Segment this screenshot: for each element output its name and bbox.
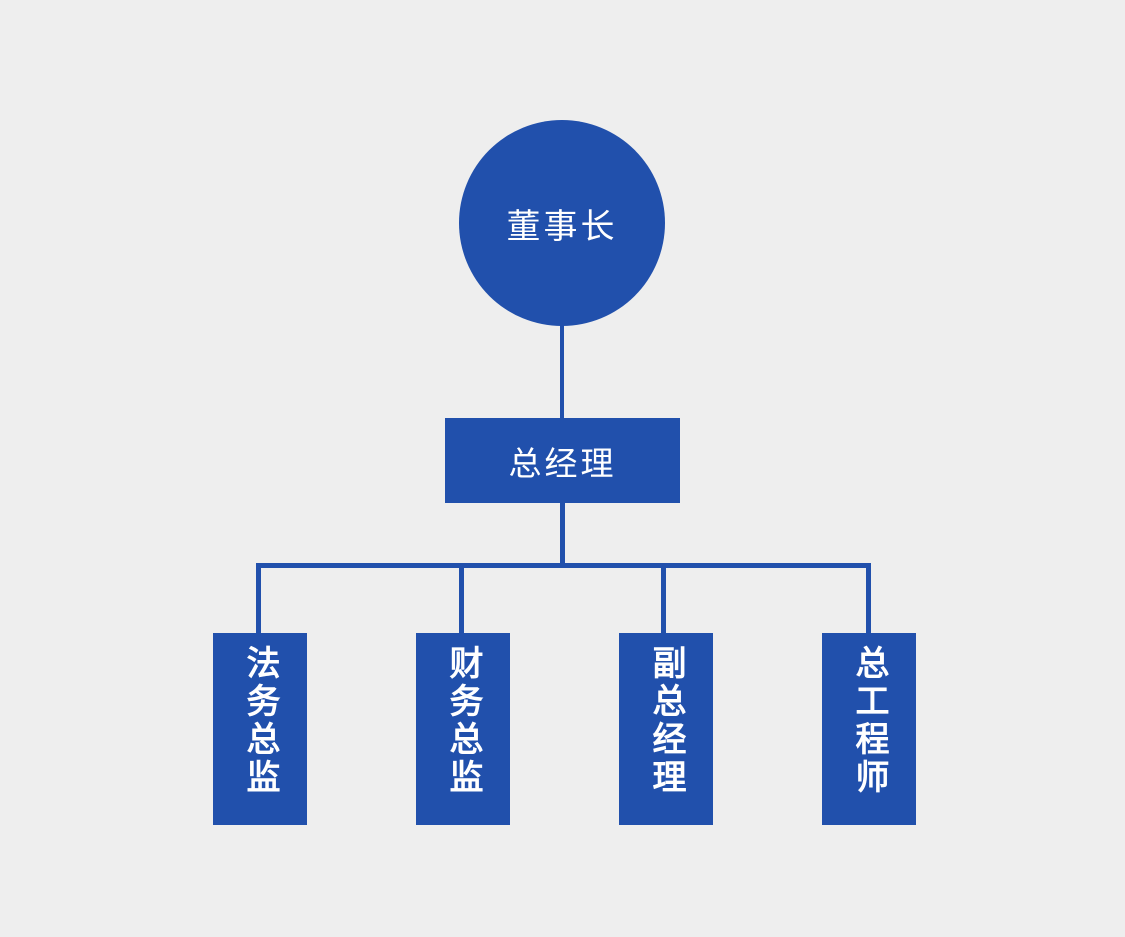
- connector-drop-legal-director: [256, 563, 261, 635]
- node-general-manager-label: 总经理: [508, 444, 617, 482]
- connector-general-manager-stem: [560, 501, 565, 565]
- connector-chairman-to-general-manager: [560, 322, 564, 420]
- node-deputy-general-manager-label: 副总经理: [647, 645, 685, 797]
- node-general-manager[interactable]: 总经理: [445, 418, 680, 503]
- node-legal-director-label: 法务总监: [241, 645, 279, 797]
- connector-drop-chief-engineer: [866, 563, 871, 635]
- connector-horizontal-bus: [256, 563, 871, 568]
- node-chief-engineer[interactable]: 总工程师: [822, 633, 916, 825]
- node-finance-director[interactable]: 财务总监: [416, 633, 510, 825]
- node-deputy-general-manager[interactable]: 副总经理: [619, 633, 713, 825]
- node-chairman[interactable]: 董事长: [459, 120, 665, 326]
- connector-drop-finance-director: [459, 563, 464, 635]
- node-chairman-label: 董事长: [506, 207, 618, 246]
- node-finance-director-label: 财务总监: [444, 645, 482, 797]
- connector-drop-deputy-general-manager: [661, 563, 666, 635]
- node-legal-director[interactable]: 法务总监: [213, 633, 307, 825]
- node-chief-engineer-label: 总工程师: [850, 645, 888, 797]
